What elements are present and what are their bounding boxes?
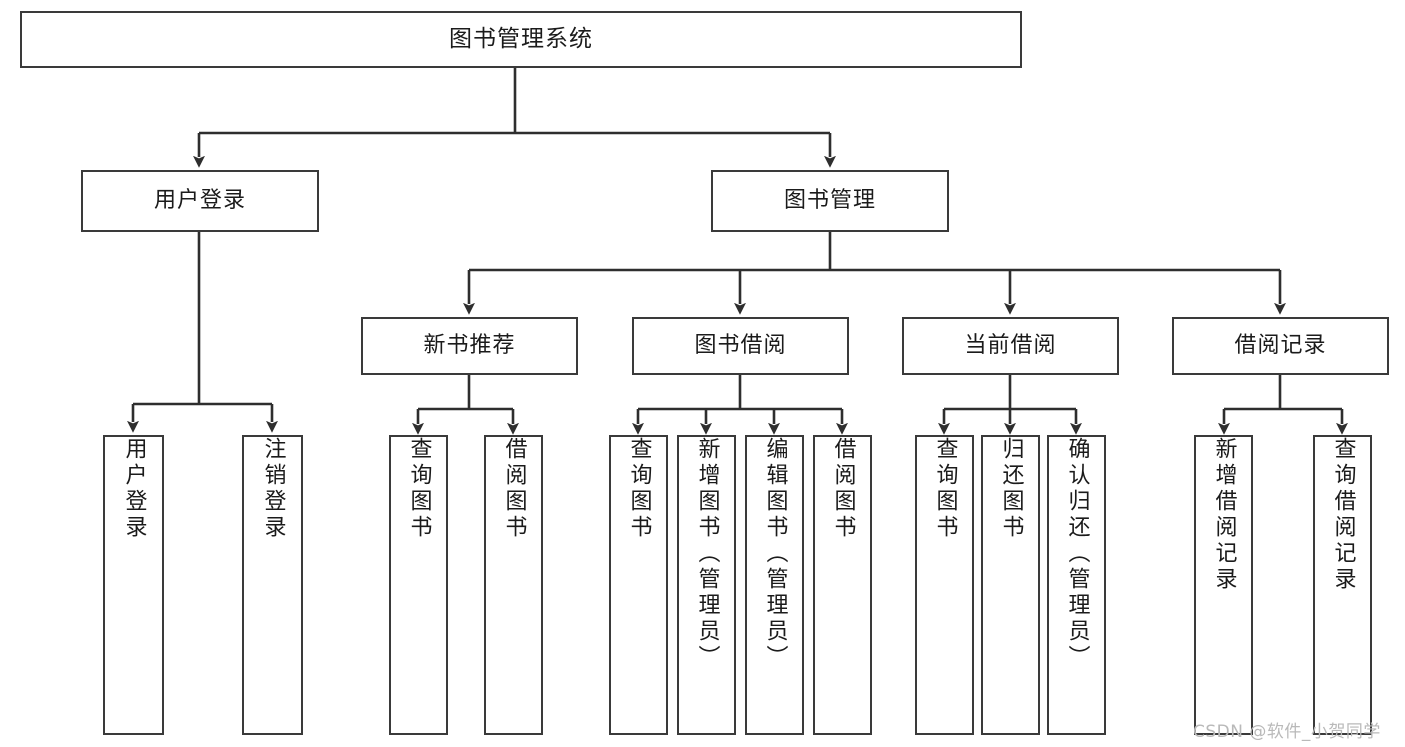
node-current-borrow[interactable]: 当前借阅 [902,317,1119,375]
node-label: 查询借阅记录 [1330,437,1356,593]
leaf-user-login[interactable]: 用户登录 [103,435,164,735]
leaf-add-borrow-record[interactable]: 新增借阅记录 [1194,435,1253,735]
leaf-confirm-return-admin[interactable]: 确认归还（管理员） [1047,435,1106,735]
node-label: 用户登录 [121,437,147,541]
leaf-query-book-borrow[interactable]: 查询图书 [609,435,668,735]
node-user-login[interactable]: 用户登录 [81,170,319,232]
node-label: 注销登录 [260,437,286,541]
leaf-return-book[interactable]: 归还图书 [981,435,1040,735]
node-label: 当前借阅 [964,333,1057,359]
node-label: 查询图书 [406,437,432,541]
node-label: 用户登录 [153,188,246,214]
node-book-management[interactable]: 图书管理 [711,170,949,232]
leaf-edit-book-admin[interactable]: 编辑图书（管理员） [745,435,804,735]
node-label: 图书管理系统 [449,25,593,52]
node-label: 新增借阅记录 [1211,437,1237,593]
leaf-query-book-recommend[interactable]: 查询图书 [389,435,448,735]
node-label: 新书推荐 [423,333,516,359]
node-label: 新增图书（管理员） [694,437,720,671]
node-label: 图书管理 [783,188,876,214]
node-borrow-record[interactable]: 借阅记录 [1172,317,1389,375]
leaf-query-book-current[interactable]: 查询图书 [915,435,974,735]
node-new-book-recommend[interactable]: 新书推荐 [361,317,578,375]
node-label: 借阅记录 [1234,333,1327,359]
node-book-borrow[interactable]: 图书借阅 [632,317,849,375]
node-label: 借阅图书 [501,437,527,541]
node-label: 编辑图书（管理员） [762,437,788,671]
node-label: 确认归还（管理员） [1064,437,1090,671]
leaf-add-book-admin[interactable]: 新增图书（管理员） [677,435,736,735]
leaf-borrow-book[interactable]: 借阅图书 [813,435,872,735]
node-label: 查询图书 [626,437,652,541]
node-label: 查询图书 [932,437,958,541]
leaf-logout[interactable]: 注销登录 [242,435,303,735]
node-root-book-management-system[interactable]: 图书管理系统 [20,11,1022,68]
leaf-query-borrow-record[interactable]: 查询借阅记录 [1313,435,1372,735]
csdn-watermark: CSDN @软件_小贺同学 [1193,722,1381,742]
node-label: 借阅图书 [830,437,856,541]
node-label: 图书借阅 [694,333,787,359]
leaf-borrow-book-recommend[interactable]: 借阅图书 [484,435,543,735]
node-label: 归还图书 [998,437,1024,541]
